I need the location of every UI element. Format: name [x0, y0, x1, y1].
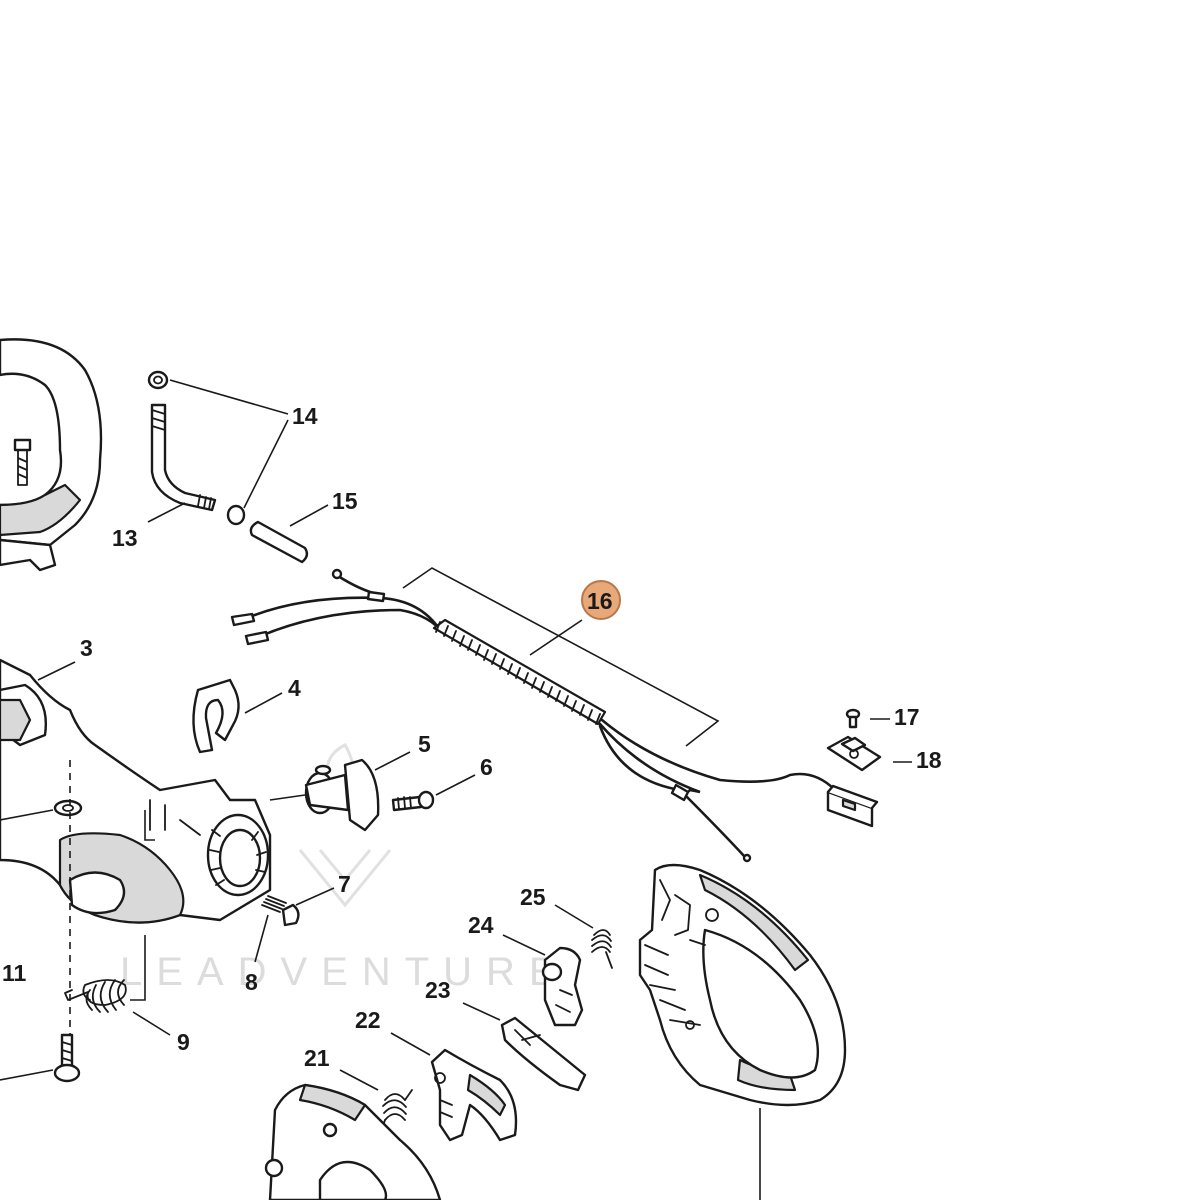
- callout-18: 18: [916, 747, 942, 773]
- callout-9: 9: [177, 1029, 190, 1055]
- callout-15: 15: [332, 488, 358, 514]
- part-3-main-frame: [0, 658, 272, 924]
- callout-25: 25: [520, 884, 546, 910]
- part-25-spring: [591, 929, 613, 969]
- part-13-threaded-rod: [150, 403, 217, 512]
- callout-4: 4: [288, 675, 301, 701]
- part-8-spring: [261, 895, 287, 913]
- part-7-pin: [281, 903, 300, 927]
- callout-17: 17: [894, 704, 920, 730]
- part-17-screw: [845, 708, 861, 729]
- part-11-bolt: [53, 1033, 81, 1083]
- part-15-sleeve: [249, 520, 309, 564]
- callout-7: 7: [338, 871, 351, 897]
- callout-labels: 14 13 15 16 3 4 5 6 7 8 9 11 17 18 25 24…: [2, 403, 942, 1071]
- callout-8: 8: [245, 969, 258, 995]
- callout-14: 14: [292, 403, 318, 429]
- callout-13: 13: [112, 525, 138, 551]
- part-5-switch-knob: [304, 758, 380, 832]
- part-24-lever: [541, 946, 584, 1027]
- lower-housing-part: [264, 1083, 442, 1200]
- callout-11: 11: [2, 960, 27, 986]
- callout-5: 5: [418, 731, 431, 757]
- callout-21: 21: [304, 1045, 330, 1071]
- part-4-clip: [192, 678, 240, 754]
- callout-6: 6: [480, 754, 493, 780]
- part-22-trigger: [430, 1048, 518, 1142]
- part-18-bracket: [826, 735, 882, 772]
- watermark-logo: LEADVENTURE: [120, 743, 570, 994]
- rear-handle-housing: [638, 863, 847, 1107]
- part-14-nut-top: [147, 370, 169, 390]
- part-16-highlight-badge: [581, 580, 621, 620]
- leader-lines: [0, 379, 912, 1200]
- callout-16: 16: [587, 588, 613, 614]
- loop-handle-part: [0, 338, 103, 572]
- part-16-cable-harness: [230, 568, 879, 863]
- callout-24: 24: [468, 912, 494, 938]
- callout-3: 3: [80, 635, 93, 661]
- callout-22: 22: [355, 1007, 381, 1033]
- part-9-coil-spring: [64, 979, 127, 1013]
- watermark-text: LEADVENTURE: [120, 950, 570, 994]
- callout-23: 23: [425, 977, 451, 1003]
- part-14-nut-bottom: [226, 504, 246, 526]
- part-6-screw: [391, 790, 435, 812]
- part-23-cover: [500, 1016, 587, 1092]
